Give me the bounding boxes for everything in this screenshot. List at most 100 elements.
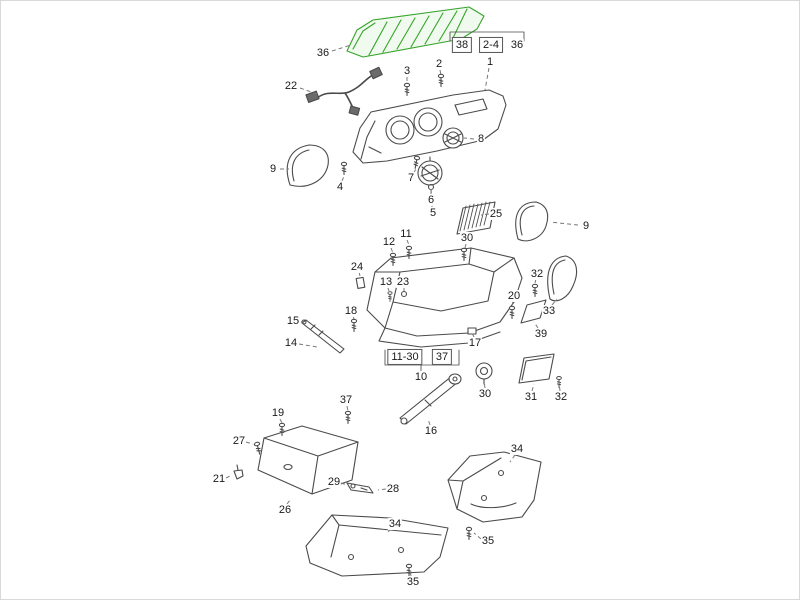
callout-37[interactable]: 37 xyxy=(338,393,354,407)
part-34-bottom-lower-panel xyxy=(305,514,449,577)
leader-line-17 xyxy=(471,332,475,338)
part-16-support-rod xyxy=(399,373,462,425)
callout-7[interactable]: 7 xyxy=(406,171,416,185)
callout-19[interactable]: 19 xyxy=(270,406,286,420)
leader-line-37 xyxy=(346,405,349,412)
callout-31[interactable]: 31 xyxy=(523,390,539,404)
group-bracket-top xyxy=(449,31,525,42)
part-31-panel xyxy=(518,353,555,384)
part-5-round-vent xyxy=(417,156,443,186)
part-8-round-vent xyxy=(442,127,464,149)
callout-34[interactable]: 34 xyxy=(387,517,403,531)
leader-line-35 xyxy=(409,570,412,577)
leader-line-26 xyxy=(286,499,291,505)
part-14-damper-strut xyxy=(301,319,345,354)
callout-16[interactable]: 16 xyxy=(423,424,439,438)
leader-line-29 xyxy=(340,482,348,486)
leader-line-8 xyxy=(463,137,475,140)
callout-18[interactable]: 18 xyxy=(343,304,359,318)
callout-14[interactable]: 14 xyxy=(283,336,299,350)
callout-9[interactable]: 9 xyxy=(581,219,591,233)
callout-27[interactable]: 27 xyxy=(231,434,247,448)
leader-line-1 xyxy=(484,67,490,91)
callout-12[interactable]: 12 xyxy=(381,235,397,249)
callout-21[interactable]: 21 xyxy=(211,472,227,486)
callout-2[interactable]: 2 xyxy=(434,57,444,71)
part-25-speaker-grille xyxy=(456,201,496,235)
callout-36[interactable]: 36 xyxy=(509,38,525,52)
part-23-clip xyxy=(400,290,408,298)
callout-33[interactable]: 33 xyxy=(541,304,557,318)
callout-22[interactable]: 22 xyxy=(283,79,299,93)
leader-line-11 xyxy=(406,239,410,246)
callout-36[interactable]: 36 xyxy=(315,46,331,60)
part-36-cowl-grille xyxy=(346,6,485,58)
callout-11[interactable]: 11 xyxy=(399,227,413,241)
callout-25[interactable]: 25 xyxy=(488,207,504,221)
leader-line-34 xyxy=(509,454,516,463)
leader-line-36 xyxy=(331,44,352,52)
part-30-knob xyxy=(475,362,493,385)
callout-2-4[interactable]: 2-4 xyxy=(479,36,503,54)
leader-line-30 xyxy=(483,380,486,389)
callout-38[interactable]: 38 xyxy=(451,36,473,54)
callout-29[interactable]: 29 xyxy=(326,475,342,489)
callout-20[interactable]: 20 xyxy=(506,289,522,303)
callout-34[interactable]: 34 xyxy=(509,442,525,456)
part-9-left-side-trim xyxy=(286,144,329,187)
callout-32[interactable]: 32 xyxy=(529,267,545,281)
callout-11-30[interactable]: 11-30 xyxy=(387,348,423,366)
leader-line-4 xyxy=(341,175,345,182)
leader-line-33 xyxy=(551,298,558,306)
callout-1[interactable]: 1 xyxy=(485,55,495,69)
part-39-plate xyxy=(520,299,547,324)
leader-line-13 xyxy=(387,287,390,292)
leader-line-32 xyxy=(558,381,561,392)
callout-23[interactable]: 23 xyxy=(395,275,411,289)
leader-line-9 xyxy=(549,221,579,226)
callout-4[interactable]: 4 xyxy=(335,180,345,194)
leader-line-35 xyxy=(473,532,482,540)
part-21-clip xyxy=(233,464,244,480)
callout-28[interactable]: 28 xyxy=(385,482,401,496)
leader-line-14 xyxy=(298,343,318,348)
callout-15[interactable]: 15 xyxy=(285,314,301,328)
callout-37[interactable]: 37 xyxy=(431,348,453,366)
part-1-dash-trim-panel xyxy=(352,89,507,164)
leader-line-28 xyxy=(377,488,387,491)
leader-line-22 xyxy=(299,87,318,95)
leader-line-16 xyxy=(427,418,431,426)
leader-line-21 xyxy=(225,474,233,479)
callout-17[interactable]: 17 xyxy=(467,336,483,350)
callout-8[interactable]: 8 xyxy=(476,132,486,146)
callout-5[interactable]: 5 xyxy=(428,206,438,220)
part-24-bracket xyxy=(355,276,366,289)
leader-line-12 xyxy=(390,247,394,254)
leader-line-27 xyxy=(245,441,254,445)
leader-line-2 xyxy=(439,69,442,76)
callout-39[interactable]: 39 xyxy=(533,327,549,341)
leader-line-31 xyxy=(531,383,535,392)
callout-35[interactable]: 35 xyxy=(405,575,421,589)
callout-10[interactable]: 10 xyxy=(413,370,429,384)
callout-30[interactable]: 30 xyxy=(459,231,475,245)
callout-9[interactable]: 9 xyxy=(268,162,278,176)
part-33-side-trim xyxy=(547,255,578,302)
part-28-latch xyxy=(346,482,374,494)
part-9-right-side-trim xyxy=(515,201,549,242)
callout-6[interactable]: 6 xyxy=(426,193,436,207)
callout-13[interactable]: 13 xyxy=(378,275,394,289)
callout-3[interactable]: 3 xyxy=(402,64,412,78)
callout-35[interactable]: 35 xyxy=(480,534,496,548)
callout-32[interactable]: 32 xyxy=(553,390,569,404)
leader-line-25 xyxy=(480,213,490,216)
callout-26[interactable]: 26 xyxy=(277,503,293,517)
part-34-right-lower-panel xyxy=(447,451,542,523)
callout-30[interactable]: 30 xyxy=(477,387,493,401)
callout-24[interactable]: 24 xyxy=(349,260,365,274)
leader-line-15 xyxy=(300,321,308,326)
leader-line-19 xyxy=(279,418,283,424)
